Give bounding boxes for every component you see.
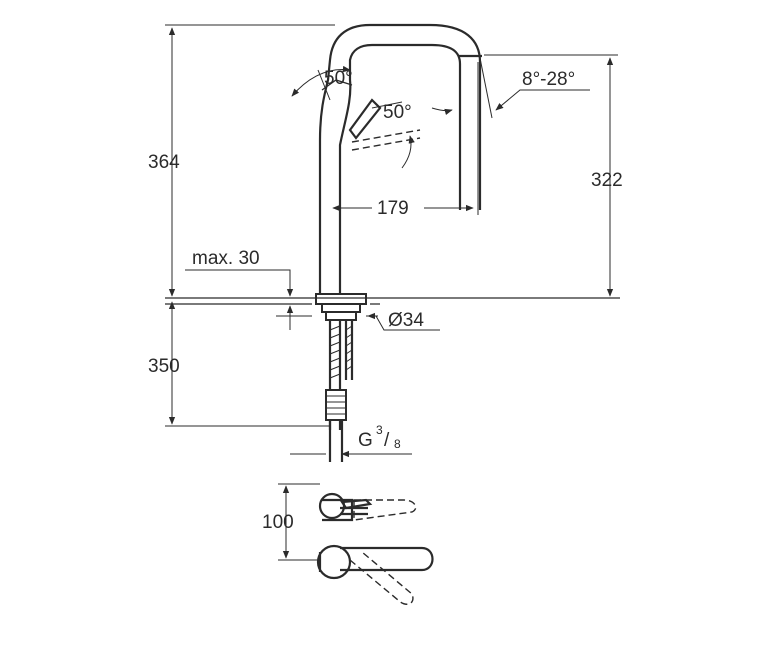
dim-total-height <box>165 24 335 297</box>
label-lever-angle-side: 50° <box>383 102 412 123</box>
label-spout-reach: 179 <box>377 198 409 219</box>
label-spout-height: 322 <box>591 170 623 191</box>
label-thread-num: 3 <box>376 423 383 437</box>
dim-spout-height <box>484 54 618 297</box>
label-thread-den: 8 <box>394 437 401 451</box>
label-lever-depth: 100 <box>262 512 294 533</box>
faucet-top-view <box>316 492 434 605</box>
dim-hole-diameter <box>366 312 440 331</box>
label-total-height: 364 <box>148 152 180 173</box>
label-thread-slash: / <box>384 430 390 451</box>
dim-hose-length <box>165 301 330 427</box>
hoses-and-shank <box>325 311 357 462</box>
angle-lever-side <box>371 101 453 169</box>
label-max-thickness: max. 30 <box>192 248 260 269</box>
label-thread-prefix: G <box>358 430 373 451</box>
label-hole-diameter: Ø34 <box>388 310 424 331</box>
angle-lever-top <box>291 65 351 101</box>
dim-max-thickness <box>185 269 312 330</box>
dim-spout-reach <box>332 62 479 215</box>
angle-swivel <box>479 57 590 119</box>
label-hose-length: 350 <box>148 356 180 377</box>
dim-lever-depth <box>278 483 320 561</box>
label-lever-angle-top: 50° <box>324 68 353 89</box>
label-swivel-angle: 8°-28° <box>522 69 575 90</box>
